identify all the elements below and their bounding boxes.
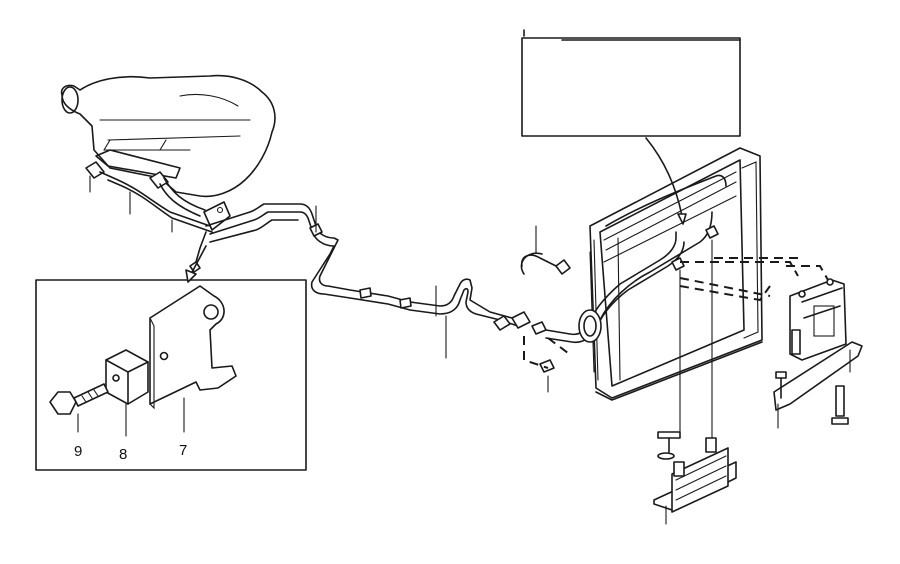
mounting-plate <box>773 341 863 429</box>
inlet-fittings <box>493 225 597 393</box>
radiator-core <box>589 147 763 401</box>
transmission-housing <box>60 74 276 198</box>
auxiliary-unit <box>789 278 847 361</box>
line-grommet <box>578 309 602 343</box>
line-bracket <box>189 201 231 273</box>
detail-bolt <box>49 383 109 433</box>
lower-cooler-block <box>653 431 737 525</box>
reference-lines <box>679 257 829 302</box>
callout-8: 8 <box>119 446 127 463</box>
callout-7: 7 <box>179 442 187 459</box>
detail-bracket <box>149 285 237 433</box>
cooler-lines <box>205 203 519 359</box>
detail-callout-labels: 9 8 7 <box>74 442 187 463</box>
callout-box <box>521 29 741 225</box>
transmission-fittings <box>85 139 213 233</box>
callout-9: 9 <box>74 443 82 460</box>
radiator-lines <box>585 211 719 441</box>
